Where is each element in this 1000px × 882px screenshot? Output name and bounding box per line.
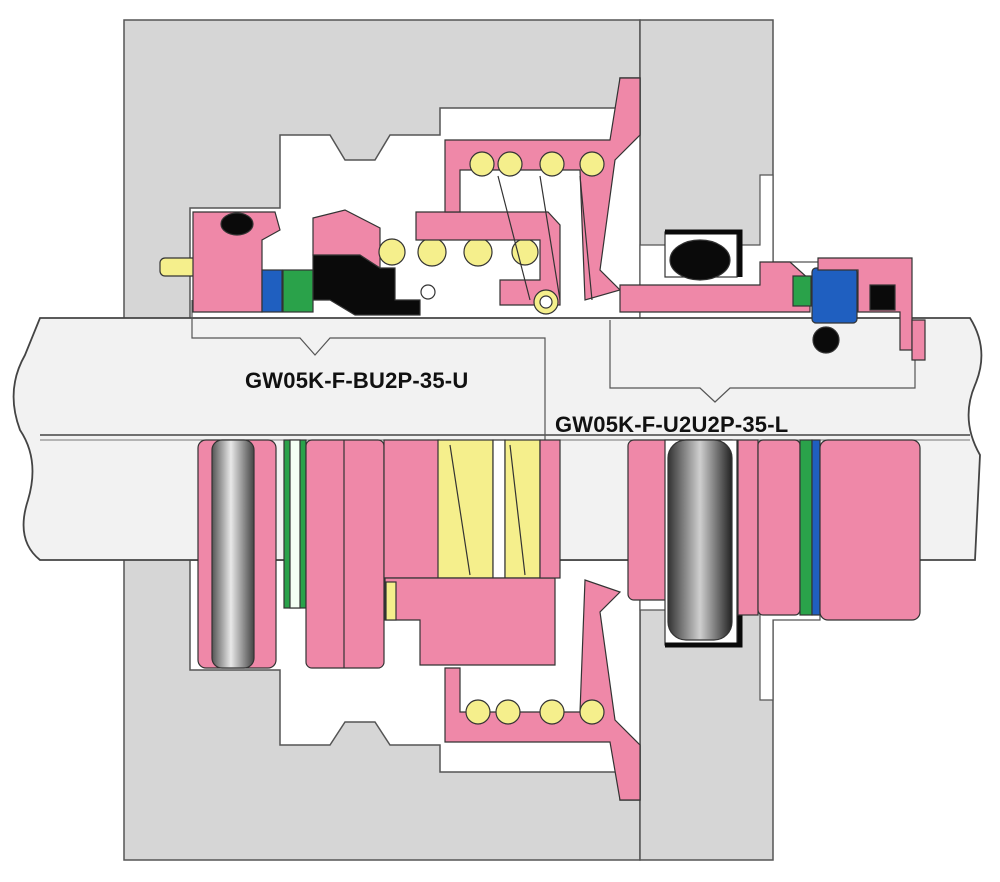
lower-spring-housing [383,439,440,579]
blue-ring-right [811,267,858,324]
right-o-ring-small [812,326,840,354]
spring-retainer [415,211,561,306]
right-square-black [869,284,896,311]
lower-spring-yellow-2 [504,439,541,579]
spring-coil [511,238,539,266]
lower-right-collar [819,439,921,621]
rotating-ring [312,209,381,270]
lower-pink-block [539,439,561,579]
lower-right-o-ring [667,439,733,641]
lower-right-blue [811,439,821,616]
bracket-upper-seal [191,300,546,440]
spring-coil [497,151,523,177]
seal-face-green-right [792,275,812,307]
lower-right-ring-1 [737,439,759,616]
spring-coil [378,238,406,266]
spring-coil [495,699,521,725]
lower-o-ring-left [211,439,255,669]
right-o-ring [669,239,731,281]
spring-coil [579,699,605,725]
upper-right-seal [619,229,926,361]
seal-face-green-left [282,269,314,313]
spring-coil [539,699,565,725]
lower-right-green [799,439,813,616]
spring-lines [497,175,593,301]
spring-coil [417,237,447,267]
bracket-lower-seal [609,320,916,403]
lower-bellows [444,579,641,801]
upper-bellows [444,77,641,301]
lower-spring-yellow [437,439,494,579]
lower-left-seal [197,439,561,669]
right-end-collar [911,319,926,361]
upper-seal-label: GW05K-F-BU2P-35-U [245,368,469,393]
bracket-lines [191,300,916,440]
lower-right-ring-2 [757,439,801,616]
right-collar [817,257,913,351]
spring-coil [465,699,491,725]
spring-coil [463,237,493,267]
spring-coil [539,151,565,177]
lower-right-seal [627,439,921,648]
right-o-ring-holder [665,229,743,277]
retainer-ring-inner [539,295,553,309]
lower-seal-label: GW05K-F-U2U2P-35-L [555,412,789,437]
upper-collar [192,211,281,313]
upper-o-ring-top [220,212,254,236]
bellows-sleeve [444,77,641,301]
lower-black-clip [385,581,397,621]
lower-spring-lines [449,444,526,576]
spring-coil [579,151,605,177]
lower-rotating-ring [305,439,385,669]
lower-green-ring-inner [289,439,301,609]
snap-ring [420,284,436,300]
right-gland [619,261,811,313]
spring-coil [469,151,495,177]
upper-left-seal [159,209,561,316]
lower-spring-white [492,439,506,579]
blue-ring-left [261,269,283,313]
